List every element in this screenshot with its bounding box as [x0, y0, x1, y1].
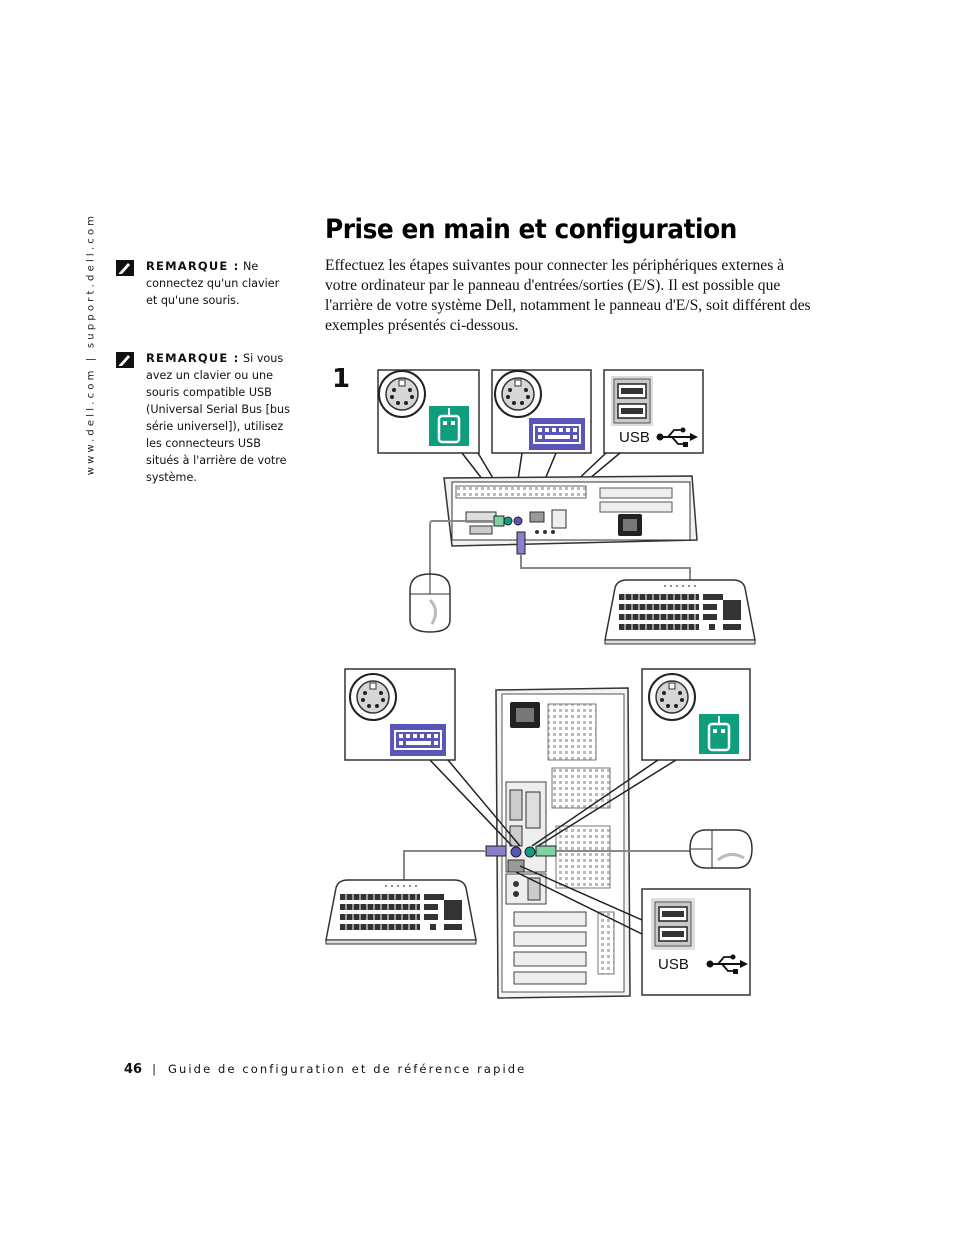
- keyboard-icon: [389, 723, 447, 757]
- note-label: REMARQUE :: [146, 259, 240, 273]
- intro-paragraph: Effectuez les étapes suivantes pour conn…: [325, 257, 811, 334]
- mouse-icon: [697, 712, 741, 756]
- keyboard-icon: [528, 417, 586, 451]
- usb-label: USB: [619, 429, 650, 446]
- note-keyboard-mouse: REMARQUE : Ne connectez qu'un clavier et…: [116, 258, 294, 309]
- page-title: Prise en main et configuration: [325, 214, 737, 245]
- mouse-plug-bottom: [535, 845, 557, 857]
- keyboard-top: [604, 579, 756, 645]
- mouse-plug-top: [493, 515, 505, 527]
- page-footer: 46|Guide de configuration et de référenc…: [124, 1062, 527, 1077]
- note-pencil-icon: [116, 352, 134, 368]
- callout-usb-ports-top: USB: [603, 369, 704, 454]
- mouse-icon: [427, 404, 471, 448]
- usb-label: USB: [658, 956, 689, 973]
- keyboard-plug-bottom: [485, 845, 507, 857]
- guide-title: Guide de configuration et de référence r…: [167, 1062, 527, 1076]
- callout-mouse-port-top: [377, 369, 480, 454]
- page-number: 46: [124, 1062, 143, 1077]
- callout-keyboard-port-bottom: [344, 668, 456, 761]
- callout-usb-ports-bottom: USB: [641, 888, 751, 996]
- tower-chassis-rear: [485, 687, 631, 999]
- callout-keyboard-port-top: [491, 369, 592, 454]
- mouse-bottom: [689, 829, 753, 869]
- note-label: REMARQUE :: [146, 351, 240, 365]
- note-pencil-icon: [116, 260, 134, 276]
- keyboard-plug-top: [516, 531, 526, 555]
- callout-mouse-port-bottom: [641, 668, 751, 761]
- step-number: 1: [332, 364, 351, 394]
- mouse-top: [409, 573, 451, 633]
- note-text: Ne connectez qu'un clavier et qu'une sou…: [146, 260, 280, 307]
- keyboard-bottom: [325, 879, 477, 945]
- desktop-chassis-rear: [443, 475, 698, 555]
- note-usb-devices: REMARQUE : Si vous avez un clavier ou un…: [116, 350, 294, 486]
- note-text: Si vous avez un clavier ou une souris co…: [146, 352, 290, 484]
